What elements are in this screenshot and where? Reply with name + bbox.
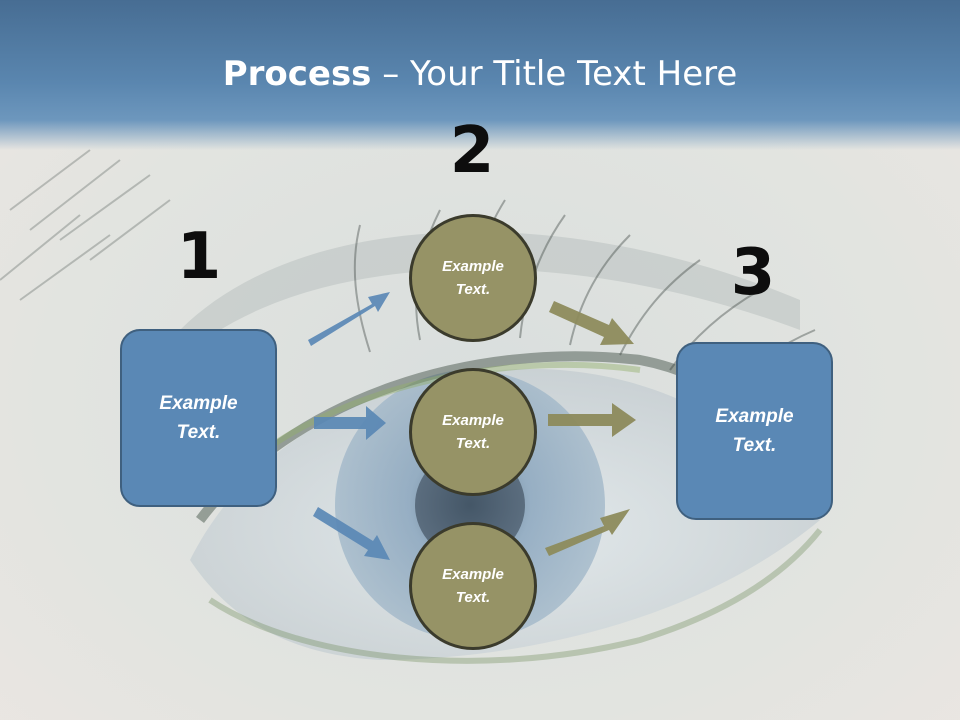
left-box-label: Example Text.: [159, 393, 238, 443]
arrow-icon: [548, 403, 636, 437]
right-box-label: Example Text.: [715, 406, 794, 456]
arrow-icon: [545, 509, 630, 556]
circle-bottom: Example Text.: [409, 522, 537, 650]
right-box: Example Text.: [676, 342, 833, 520]
page-title: Process – Your Title Text Here: [0, 52, 960, 96]
left-box: Example Text.: [120, 329, 277, 507]
arrow-icon: [549, 301, 634, 345]
circle-top: Example Text.: [409, 214, 537, 342]
circle-middle-label: Example Text.: [442, 412, 504, 452]
arrow-icon: [314, 406, 386, 440]
title-band: [0, 0, 960, 150]
step-number-1: 1: [176, 220, 222, 294]
arrow-icon: [308, 292, 390, 346]
title-rest: – Your Title Text Here: [371, 54, 738, 94]
circle-bottom-label: Example Text.: [442, 566, 504, 606]
circle-top-label: Example Text.: [442, 258, 504, 298]
step-number-2: 2: [449, 114, 495, 188]
circle-middle: Example Text.: [409, 368, 537, 496]
step-number-3: 3: [730, 236, 776, 310]
arrow-icon: [313, 507, 390, 560]
title-bold: Process: [222, 54, 372, 94]
